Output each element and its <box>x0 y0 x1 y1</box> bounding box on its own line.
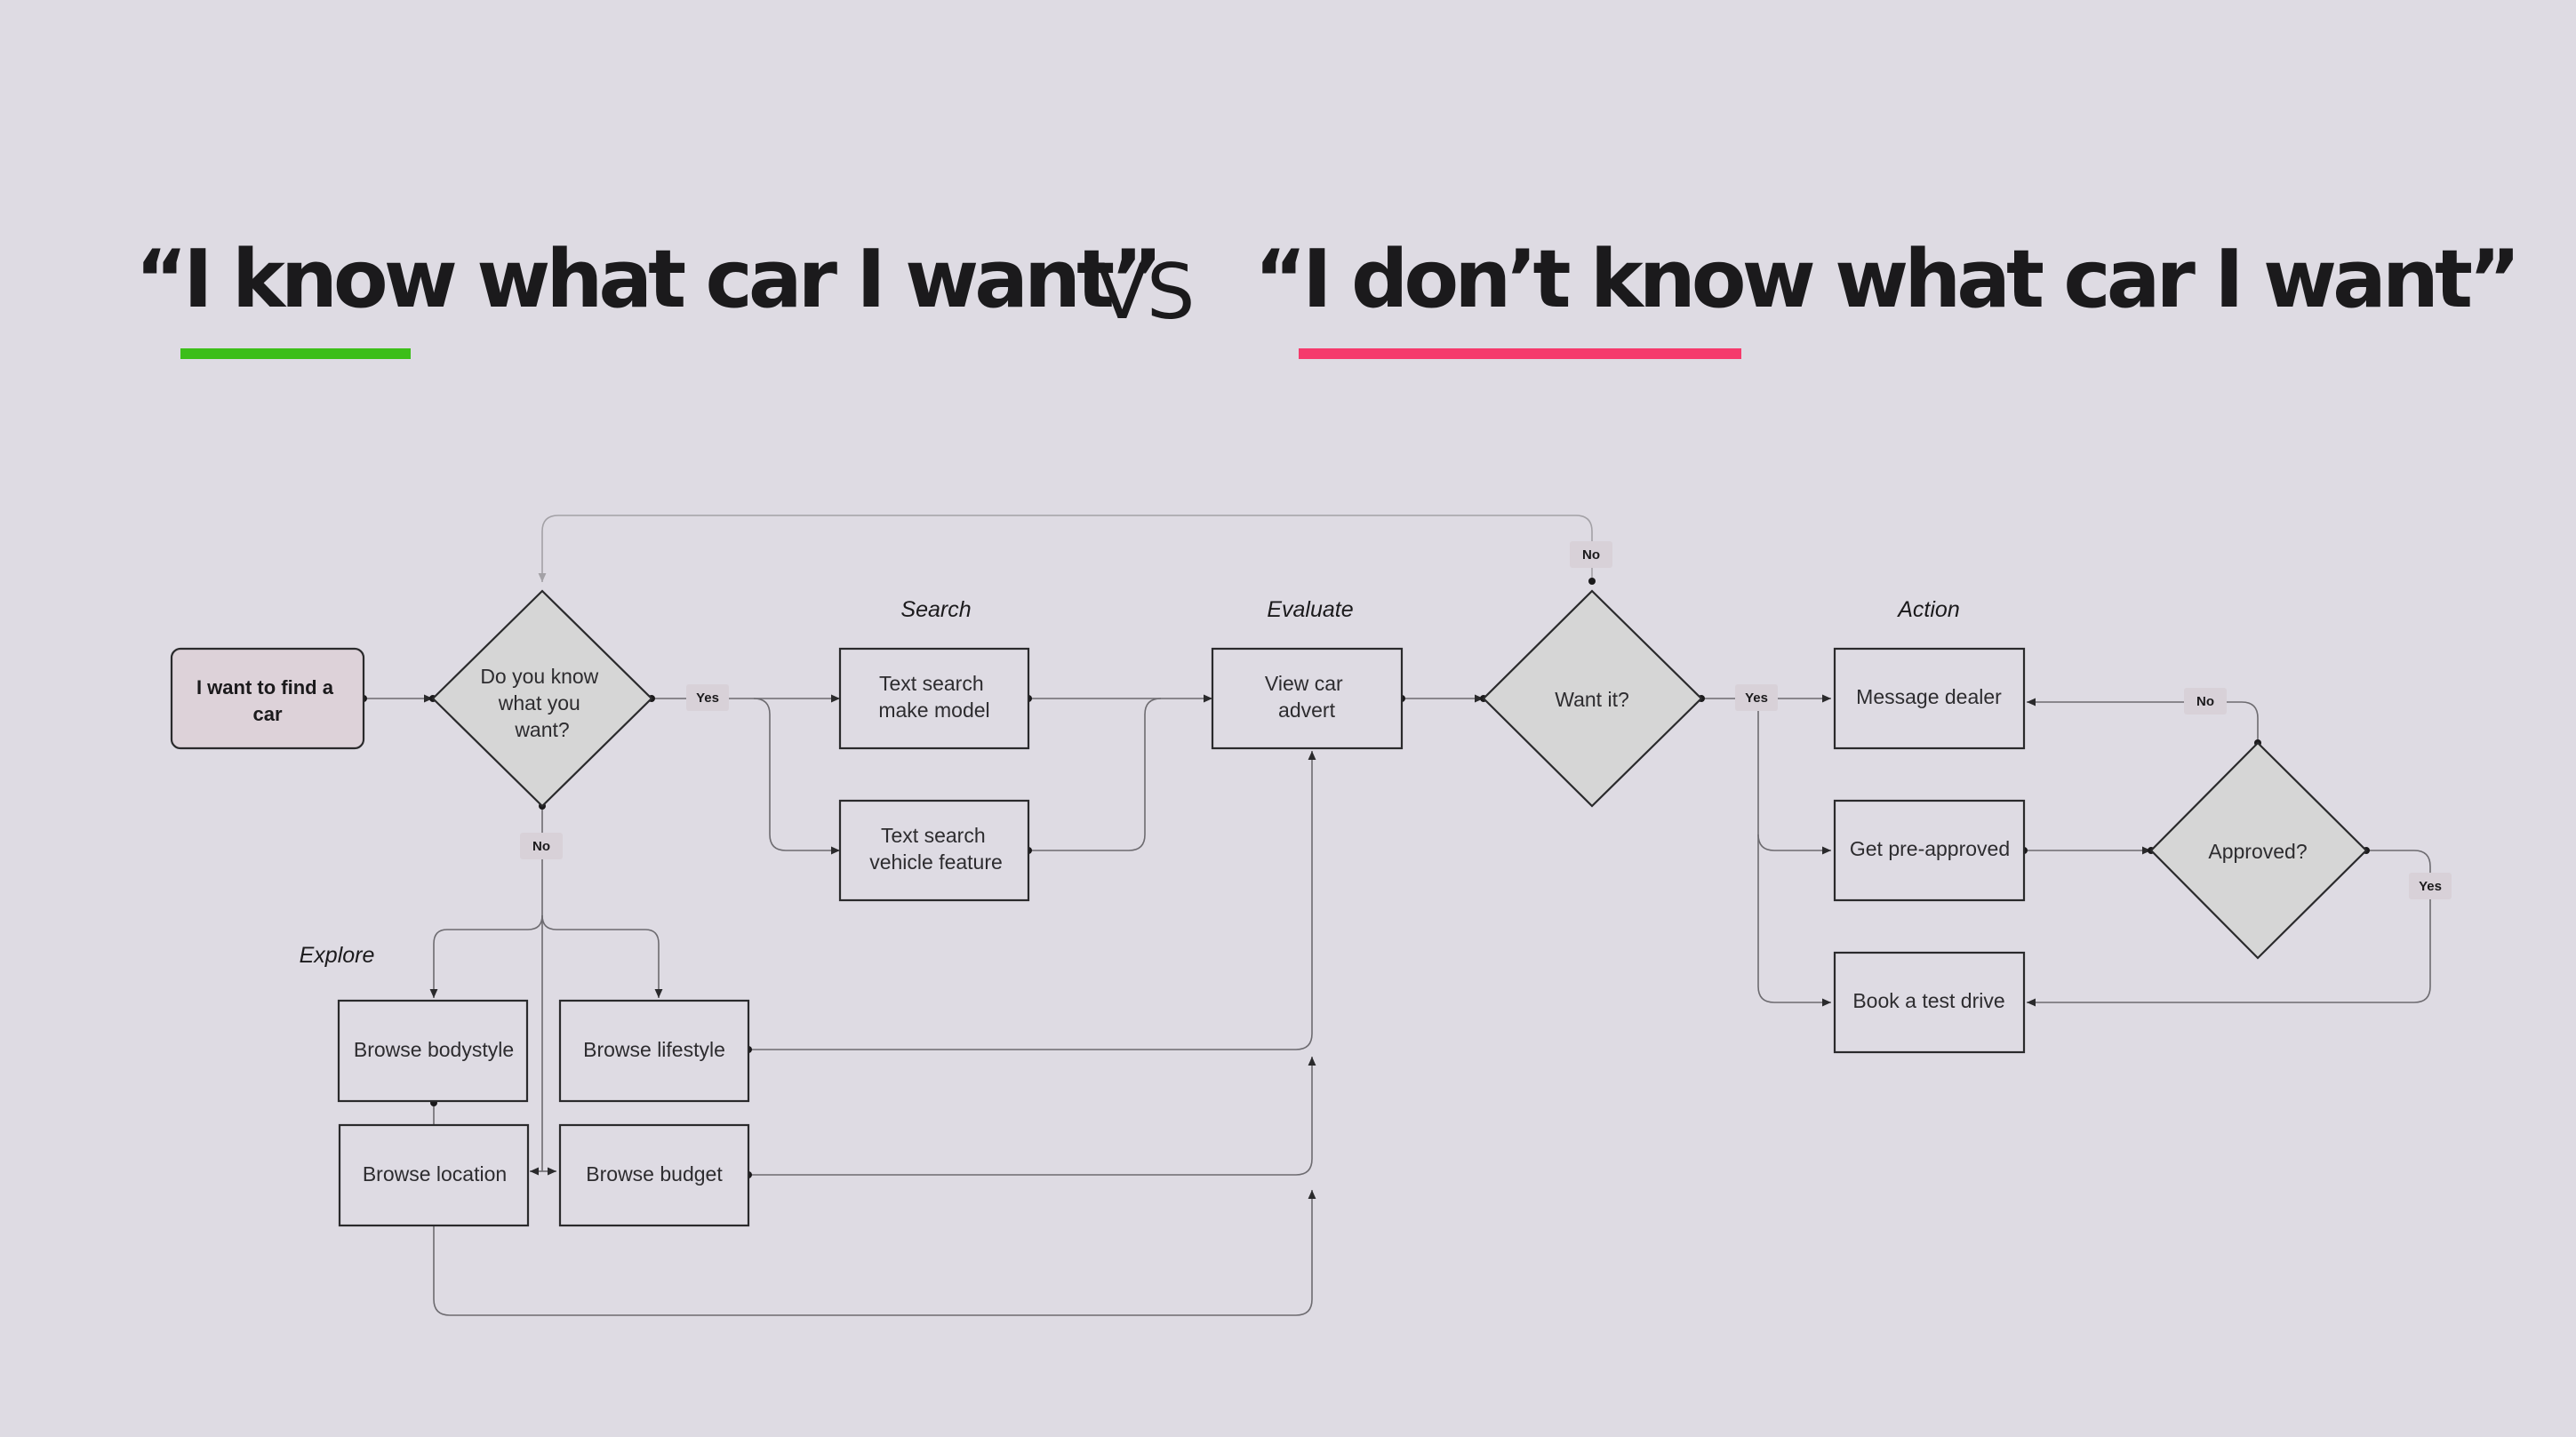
section-label-evaluate: Evaluate <box>1267 597 1353 622</box>
node-text-search-make-model: Text search make model <box>838 647 1030 750</box>
book-test-drive-label: Book a test drive <box>1852 989 2004 1012</box>
connector-location-to-view <box>433 1190 1316 1316</box>
node-get-pre-approved: Get pre-approved <box>1833 799 2026 902</box>
browse-bodystyle-label: Browse bodystyle <box>354 1038 514 1061</box>
section-label-explore: Explore <box>300 943 375 968</box>
node-browse-budget: Browse budget <box>558 1123 750 1227</box>
svg-text:No: No <box>2196 694 2214 709</box>
svg-text:No: No <box>1582 547 1600 563</box>
connector-no-to-bodystyle <box>429 914 543 998</box>
view-car-label: View car advert <box>1265 672 1348 722</box>
svg-text:Yes: Yes <box>1745 691 1768 706</box>
decision-approved: Approved? <box>2149 741 2368 960</box>
node-message-dealer: Message dealer <box>1833 647 2026 750</box>
connector-approved-no-to-message <box>2027 698 2259 743</box>
underline-green <box>180 348 411 359</box>
node-browse-bodystyle: Browse bodystyle <box>337 999 529 1103</box>
connector-feature-to-view <box>1028 698 1162 851</box>
node-start-label: I want to find a car <box>196 676 339 725</box>
svg-text:No: No <box>532 839 550 854</box>
node-browse-location: Browse location <box>338 1123 530 1227</box>
vs-label: VS <box>1096 248 1195 337</box>
node-browse-lifestyle: Browse lifestyle <box>558 999 750 1103</box>
tag-know-yes: Yes <box>686 684 729 711</box>
text-search-feature-label: Text search vehicle feature <box>869 824 1003 874</box>
underline-pink <box>1299 348 1741 359</box>
get-preapproved-label: Get pre-approved <box>1850 837 2010 860</box>
decision-approved-label: Approved? <box>2208 840 2307 863</box>
connector-yes-to-preapproved <box>1757 699 1831 855</box>
tag-approved-no: No <box>2184 688 2227 715</box>
node-start: I want to find a car <box>170 647 365 750</box>
section-label-search: Search <box>900 597 971 622</box>
connector-yes-to-feature <box>753 698 840 855</box>
message-dealer-label: Message dealer <box>1856 685 2002 708</box>
connector-no-to-lifestyle <box>541 914 663 998</box>
svg-text:Yes: Yes <box>2419 879 2442 894</box>
tag-want-yes: Yes <box>1735 684 1778 711</box>
tag-know-no: No <box>520 833 563 859</box>
title-area: “I know what car I want” VS “I don’t kno… <box>0 0 2576 391</box>
node-text-search-vehicle-feature: Text search vehicle feature <box>838 799 1030 902</box>
text-search-make-label: Text search make model <box>878 672 989 722</box>
section-label-action: Action <box>1896 597 1959 622</box>
connector-budget-to-view <box>748 1057 1316 1176</box>
connector-no-loop-back <box>538 515 1593 582</box>
connectors <box>364 515 2431 1316</box>
connector-lifestyle-to-view <box>748 751 1316 1050</box>
connector-yes-to-testdrive <box>1757 834 1831 1007</box>
headline-dont-know: “I don’t know what car I want” <box>1254 233 2521 326</box>
browse-lifestyle-label: Browse lifestyle <box>583 1038 725 1061</box>
decision-know-label: Do you know what you want? <box>480 665 604 741</box>
tag-approved-yes: Yes <box>2409 873 2452 899</box>
node-book-test-drive: Book a test drive <box>1833 951 2026 1054</box>
browse-location-label: Browse location <box>363 1162 507 1186</box>
browse-budget-label: Browse budget <box>586 1162 723 1186</box>
svg-text:Yes: Yes <box>696 691 719 706</box>
decision-want-it-label: Want it? <box>1555 688 1629 711</box>
headline-know: “I know what car I want” <box>135 233 1163 326</box>
connector-approved-yes-to-testdrive <box>2027 850 2431 1007</box>
decision-want-it: Want it? <box>1482 589 1703 808</box>
decision-know-what-you-want: Do you know what you want? <box>431 589 653 808</box>
node-view-car-advert: View car advert <box>1211 647 1404 750</box>
tag-want-no: No <box>1570 541 1612 568</box>
